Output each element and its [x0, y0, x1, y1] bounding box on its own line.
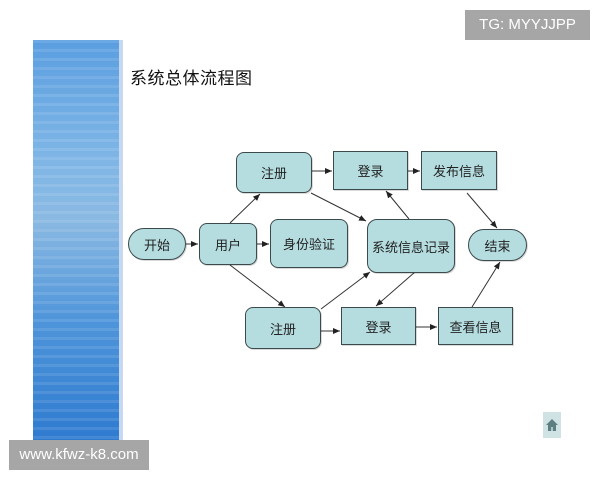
arrow-system-to-login-top [385, 190, 410, 220]
arrow-user-to-register-bottom [229, 264, 286, 308]
node-user: 用户 [199, 223, 257, 265]
node-register-bottom: 注册 [245, 307, 321, 349]
node-login-bottom: 登录 [341, 307, 416, 345]
node-system-record: 系统信息记录 [367, 219, 455, 273]
node-publish: 发布信息 [421, 151, 497, 190]
arrow-publish-to-end [466, 192, 498, 229]
node-auth: 身份验证 [270, 219, 348, 268]
arrow-register-bottom-to-system [320, 271, 371, 310]
arrow-system-to-login-bottom [375, 271, 416, 307]
decorative-side-panel [33, 40, 123, 440]
arrow-view-to-end [471, 261, 501, 308]
home-button[interactable] [543, 412, 561, 438]
slide-title: 系统总体流程图 [130, 69, 253, 89]
node-view: 查看信息 [438, 307, 513, 345]
node-end: 结束 [468, 229, 527, 261]
tg-watermark-badge: TG: MYYJJPP [465, 10, 590, 40]
arrow-register-to-system [310, 192, 367, 222]
arrow-user-to-register-top [229, 193, 261, 224]
site-watermark: www.kfwz-k8.com [9, 440, 149, 470]
node-login-top: 登录 [333, 151, 408, 190]
home-icon [546, 419, 558, 431]
node-register-top: 注册 [236, 152, 312, 193]
node-start: 开始 [128, 228, 186, 260]
